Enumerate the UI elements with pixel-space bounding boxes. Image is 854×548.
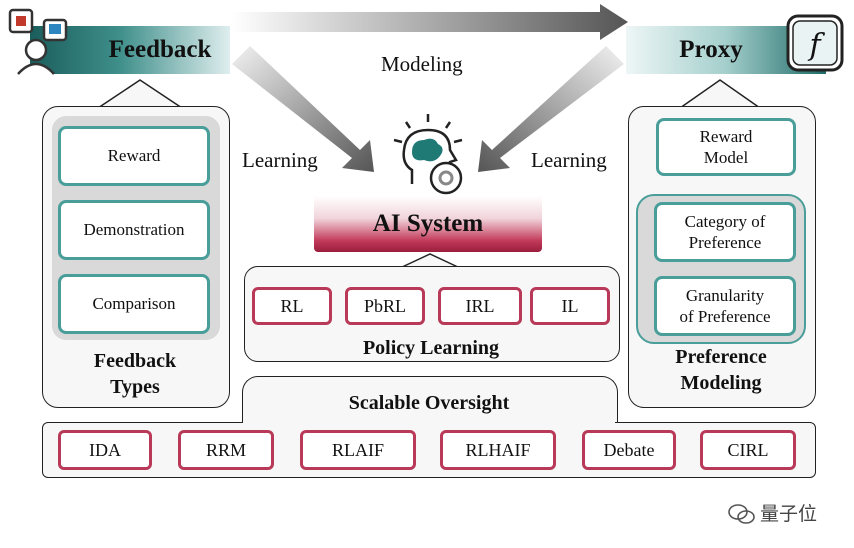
rlaif-label: RLAIF: [331, 439, 384, 460]
preference-modeling-notch: [677, 79, 763, 109]
comparison-feedback-box: Comparison: [58, 274, 210, 334]
feedback-types-title-line1: Feedback: [93, 350, 177, 372]
feedback-types-notch: [95, 79, 185, 109]
modeling-label: Modeling: [381, 52, 463, 76]
ai-system-title: AI System: [372, 210, 484, 237]
ida-label: IDA: [89, 439, 121, 460]
rlaif-box: RLAIF: [300, 430, 416, 470]
il-box: IL: [530, 287, 610, 325]
feedback-person-icon: [8, 8, 68, 75]
granularity-line2: of Preference: [679, 307, 771, 326]
reward-model-line1: Reward: [699, 126, 753, 146]
modeling-arrow: [232, 4, 628, 40]
cirl-box: CIRL: [700, 430, 796, 470]
rrm-box: RRM: [178, 430, 274, 470]
feedback-types-title: Feedback Types: [42, 348, 228, 400]
rl-label: RL: [280, 295, 304, 316]
wechat-icon: [728, 504, 755, 524]
granularity-of-preference-box: Granularity of Preference: [654, 276, 796, 336]
proxy-label: Proxy: [679, 36, 743, 63]
pbrl-box: PbRL: [345, 287, 425, 325]
policy-learning-title: Policy Learning: [362, 337, 500, 359]
irl-label: IRL: [465, 295, 495, 316]
rrm-label: RRM: [205, 439, 247, 460]
debate-label: Debate: [603, 439, 655, 460]
rlhaif-label: RLHAIF: [465, 439, 531, 460]
scalable-oversight-panel: [42, 422, 816, 478]
learning-right-label: Learning: [531, 148, 607, 172]
category-of-preference-box: Category of Preference: [654, 202, 796, 262]
rlhaif-box: RLHAIF: [440, 430, 556, 470]
function-icon: f: [786, 14, 844, 72]
reward-model-box: Reward Model: [656, 118, 796, 176]
learning-left-label: Learning: [242, 148, 318, 172]
cirl-label: CIRL: [727, 439, 769, 460]
preference-modeling-title-line2: Modeling: [680, 372, 762, 394]
learning-left-arrow: [232, 46, 374, 172]
reward-model-line2: Model: [703, 148, 749, 167]
comparison-label: Comparison: [92, 294, 176, 314]
pbrl-label: PbRL: [363, 295, 406, 316]
rl-box: RL: [252, 287, 332, 325]
category-line2: Preference: [688, 233, 762, 252]
demonstration-feedback-box: Demonstration: [58, 200, 210, 260]
scalable-oversight-join: [243, 420, 615, 426]
learning-right-arrow: [478, 46, 624, 172]
watermark-text: 量子位: [760, 503, 818, 525]
preference-modeling-title: Preference Modeling: [628, 344, 814, 396]
ai-brain-icon: [393, 114, 463, 195]
demonstration-label: Demonstration: [83, 220, 185, 240]
granularity-line1: Granularity: [685, 285, 765, 305]
ai-system-banner: AI System: [314, 196, 542, 252]
irl-box: IRL: [438, 287, 522, 325]
reward-feedback-box: Reward: [58, 126, 210, 186]
feedback-label: Feedback: [108, 36, 212, 63]
il-label: IL: [561, 295, 579, 316]
category-line1: Category of: [684, 211, 766, 231]
ida-box: IDA: [58, 430, 152, 470]
reward-label: Reward: [107, 146, 161, 166]
feedback-types-title-line2: Types: [110, 376, 160, 398]
scalable-oversight-title: Scalable Oversight: [348, 392, 510, 414]
debate-box: Debate: [582, 430, 676, 470]
preference-modeling-title-line1: Preference: [675, 346, 767, 368]
